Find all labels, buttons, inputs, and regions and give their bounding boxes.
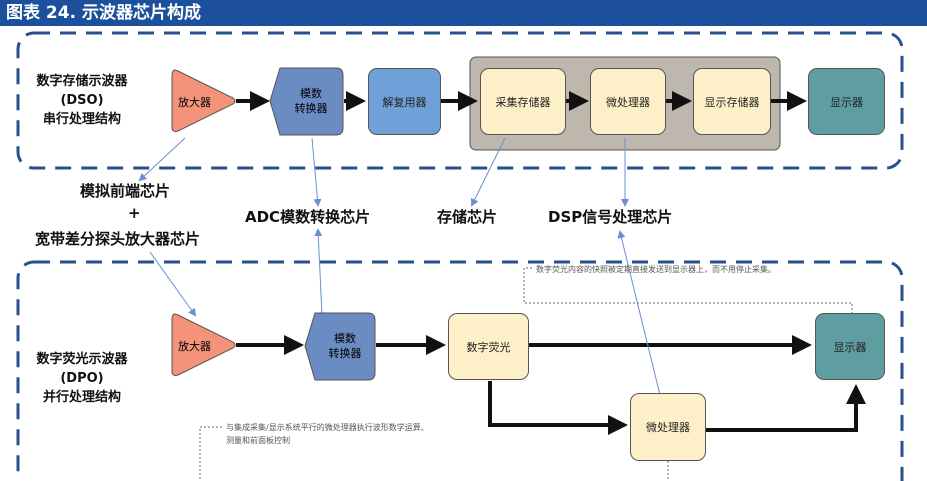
dso-frame (16, 31, 904, 170)
dpo-adc-line1: 模数 (334, 332, 356, 345)
dpo-amplifier-label: 放大器 (178, 340, 211, 353)
chip-plus: + (128, 204, 141, 222)
note-line2: 测量和前面板控制 (226, 436, 290, 445)
dso-display-memory: 显示存储器 (693, 68, 771, 135)
dpo-label-line3: 并行处理结构 (42, 390, 121, 405)
chip-storage: 存储芯片 (437, 208, 498, 226)
dpo-frame (16, 260, 904, 481)
dpo-display: 显示器 (815, 313, 885, 380)
dpo-adc-line2: 转换器 (328, 347, 362, 360)
dso-label-line2: (DSO) (60, 93, 104, 108)
dso-acquisition-memory: 采集存储器 (480, 68, 566, 135)
dpo-label-line1: 数字荧光示波器 (36, 352, 128, 367)
dpo-digital-phosphor: 数字荧光 (448, 313, 529, 380)
dpo-adc-shape (304, 312, 376, 381)
dso-adc-line1: 模数 (300, 87, 322, 100)
dso-adc-shape (269, 67, 344, 136)
dso-adc-label: 模数转换器 (285, 86, 337, 116)
dso-microprocessor: 微处理器 (590, 68, 666, 135)
dso-label-line1: 数字存储示波器 (36, 74, 128, 89)
dpo-amplifier-shape (171, 313, 236, 376)
note-phosphor-snapshot: 数字荧光内容的快照被定期直接发送到显示器上，而不用停止采集。 (536, 265, 776, 274)
chip-analog-front: 模拟前端芯片 (80, 182, 171, 200)
dpo-microprocessor: 微处理器 (630, 393, 706, 461)
dso-adc-line2: 转换器 (294, 102, 328, 115)
dpo-label-line2: (DPO) (60, 371, 104, 386)
dso-label: 数字存储示波器 (DSO) 串行处理结构 (22, 72, 142, 129)
dso-amplifier-label: 放大器 (178, 96, 211, 109)
note-line1: 与集成采集/显示系统平行的微处理器执行波形数学运算、 (226, 423, 429, 432)
dpo-label: 数字荧光示波器 (DPO) 并行处理结构 (22, 350, 142, 407)
figure-title: 图表 24. 示波器芯片构成 (0, 0, 927, 26)
dso-demux: 解复用器 (368, 68, 441, 135)
note-brackets (199, 267, 853, 481)
dpo-flow-arrows (236, 335, 866, 435)
note-parallel-microprocessor: 与集成采集/显示系统平行的微处理器执行波形数学运算、测量和前面板控制 (226, 421, 429, 447)
dpo-adc-label: 模数转换器 (318, 331, 372, 361)
chip-probe-amp: 宽带差分探头放大器芯片 (35, 230, 201, 248)
dso-display: 显示器 (808, 68, 885, 135)
dso-amplifier-shape (171, 69, 236, 132)
dso-label-line3: 串行处理结构 (42, 112, 121, 127)
chip-pointer-lines (138, 137, 661, 396)
chip-dsp: DSP信号处理芯片 (548, 208, 673, 226)
chip-adc: ADC模数转换芯片 (245, 208, 371, 226)
